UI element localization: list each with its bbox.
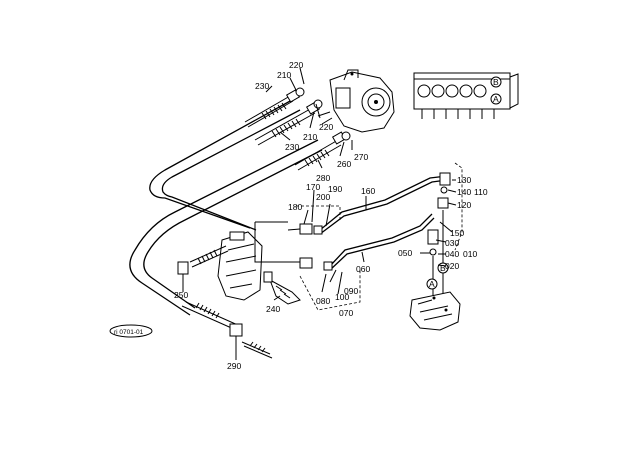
callout-020: 020 <box>445 261 459 271</box>
valve-marker-b <box>490 76 502 88</box>
valve-marker-a-label: A <box>493 94 499 104</box>
callout-170: 170 <box>306 182 320 192</box>
callout-080: 080 <box>316 296 330 306</box>
callout-060: 060 <box>356 264 370 274</box>
callout-130: 130 <box>457 175 471 185</box>
port-marker-b-label: B <box>440 263 446 273</box>
boot-240 <box>263 271 301 305</box>
fitting-250 <box>177 261 189 290</box>
callout-280: 280 <box>316 173 330 183</box>
callout-200: 200 <box>316 192 330 202</box>
fitting-stack: B A <box>426 162 463 300</box>
callout-210-upper: 210 <box>277 70 291 80</box>
drawing-code-badge: ri 0701-01 <box>109 324 153 338</box>
callout-120: 120 <box>457 200 471 210</box>
drawing-code-text: ri 0701-01 <box>114 329 144 336</box>
leader-lines <box>182 67 457 360</box>
valve-marker-b-label: B <box>493 77 499 87</box>
group-dash-lower <box>299 270 361 311</box>
callout-210-lower: 210 <box>303 132 317 142</box>
callout-030: 030 <box>445 238 459 248</box>
callout-270: 270 <box>354 152 368 162</box>
callout-260: 260 <box>337 159 351 169</box>
callout-110: 110 <box>474 187 488 197</box>
callout-140: 140 <box>457 187 471 197</box>
pipe-060 <box>329 213 435 271</box>
callout-160: 160 <box>361 186 375 196</box>
control-valve <box>409 291 461 331</box>
lower-hose-290 <box>181 301 273 359</box>
port-marker-a-label: A <box>429 279 435 289</box>
callout-230-lower: 230 <box>285 142 299 152</box>
callout-040: 040 <box>445 249 459 259</box>
callouts: 230 210 220 220 210 230 260 270 280 170 … <box>174 60 488 371</box>
pump-body <box>317 69 395 133</box>
callout-010: 010 <box>463 249 477 259</box>
hose-fitting-230a <box>244 87 305 128</box>
callout-100: 100 <box>335 292 349 302</box>
callout-190: 190 <box>328 184 342 194</box>
hose-fitting-280 <box>294 131 351 171</box>
callout-090: 090 <box>344 286 358 296</box>
callout-240: 240 <box>266 304 280 314</box>
union-180 <box>287 223 323 235</box>
callout-150: 150 <box>450 228 464 238</box>
callout-290: 290 <box>227 361 241 371</box>
callout-070: 070 <box>339 308 353 318</box>
callout-220-upper: 220 <box>289 60 303 70</box>
callout-180: 180 <box>288 202 302 212</box>
left-valve-assembly <box>217 221 288 301</box>
valve-bank: B A <box>413 72 519 119</box>
port-marker-a <box>426 278 438 290</box>
valve-marker-a <box>490 93 502 105</box>
union-090 <box>288 257 333 271</box>
hose-loops <box>129 99 323 316</box>
callout-050: 050 <box>398 248 412 258</box>
hose-fitting-left <box>189 245 229 268</box>
callout-250: 250 <box>174 290 188 300</box>
callout-220-lower: 220 <box>319 122 333 132</box>
callout-230-upper: 230 <box>255 81 269 91</box>
pipe-160 <box>319 175 448 235</box>
